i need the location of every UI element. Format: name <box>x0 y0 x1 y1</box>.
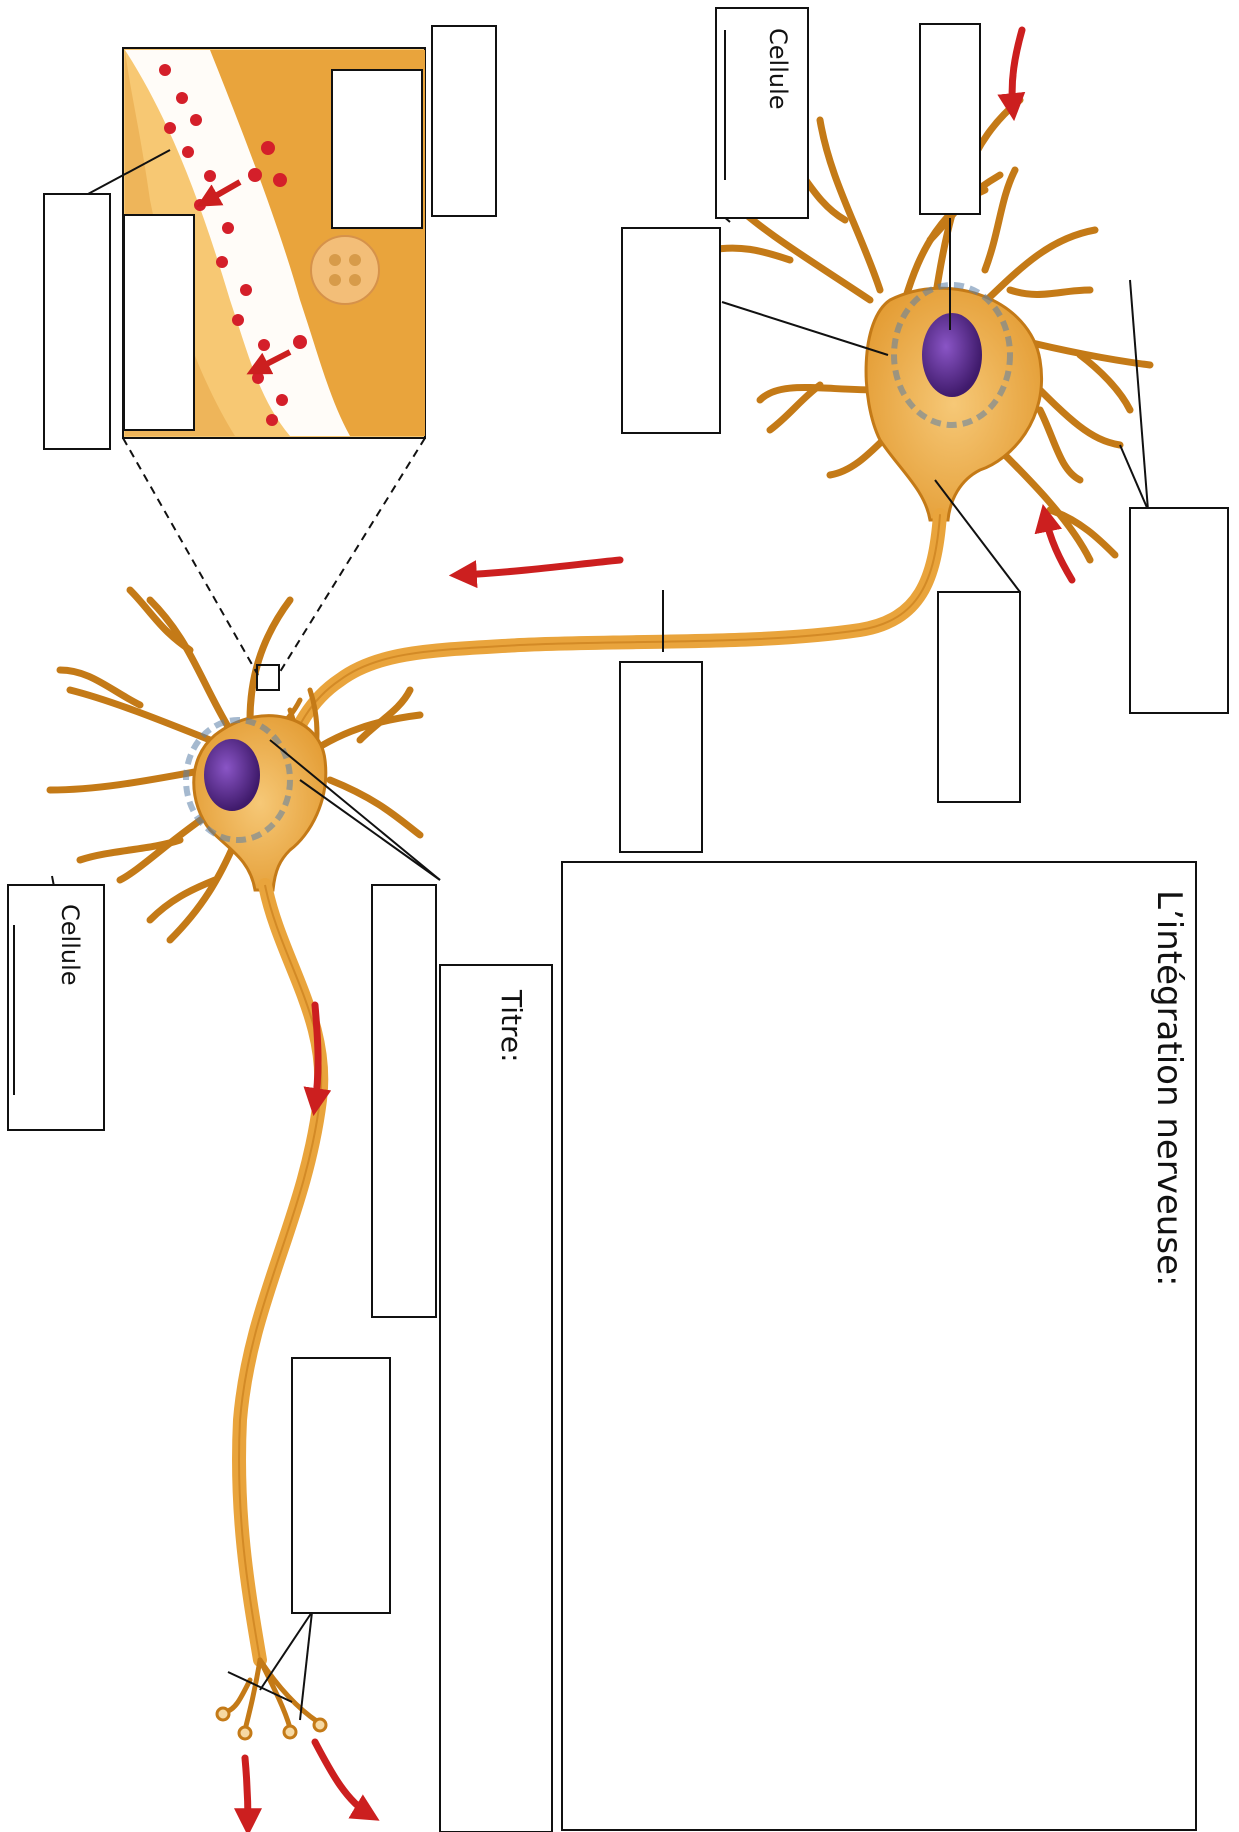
label-box-synapse[interactable] <box>372 885 436 1317</box>
label-box-axon[interactable] <box>620 662 702 852</box>
label-box-inset-right-inner[interactable] <box>332 70 422 228</box>
label-box-inset-left-inner[interactable] <box>124 215 194 430</box>
lower-nucleus <box>204 739 260 811</box>
main-title: L’intégration nerveuse: <box>1149 890 1189 1286</box>
upper-nucleus <box>922 313 982 397</box>
label-box-axon-hillock[interactable] <box>938 592 1020 802</box>
label-box-axon-terminal[interactable] <box>292 1358 390 1613</box>
label-box-nucleus[interactable] <box>920 24 980 214</box>
label-box-inset-left-outer[interactable] <box>44 194 110 449</box>
cell-label-left: Cellule <box>56 904 84 986</box>
label-box-cell-top[interactable] <box>716 8 808 218</box>
cell-label-top: Cellule <box>764 28 792 110</box>
lower-soma <box>194 716 326 890</box>
subtitle-panel <box>440 965 552 1832</box>
synapse-marker <box>257 665 279 690</box>
title-panel <box>562 862 1196 1830</box>
label-box-dendrites[interactable] <box>1130 508 1228 713</box>
label-box-soma[interactable] <box>622 228 720 433</box>
label-box-cell-left[interactable] <box>8 885 104 1130</box>
subtitle-label: Titre: <box>495 989 528 1063</box>
label-box-inset-right-outer[interactable] <box>432 26 496 216</box>
